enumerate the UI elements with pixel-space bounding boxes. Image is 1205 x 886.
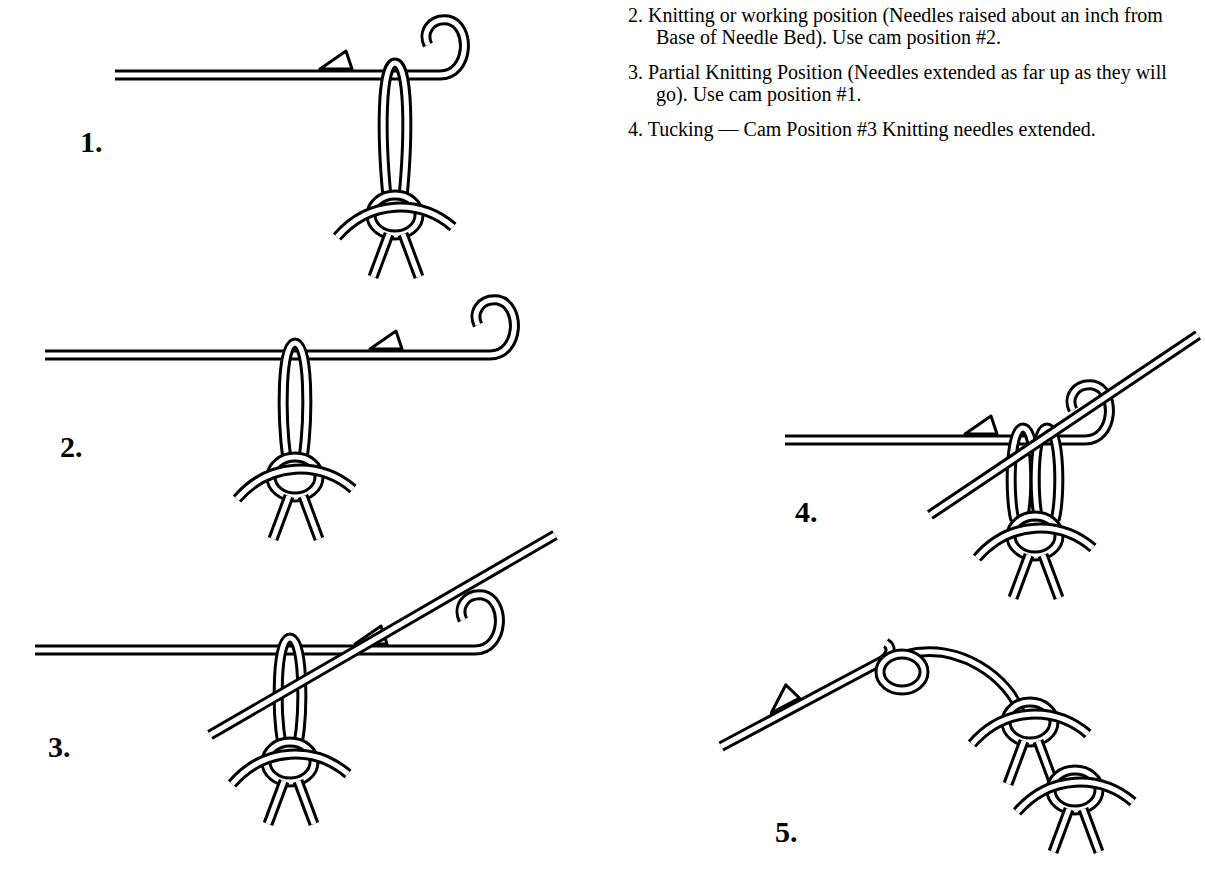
- needle-latch: [320, 51, 352, 69]
- yarn-strand: [1043, 555, 1059, 598]
- yarn-strand: [972, 714, 1088, 744]
- yarn-strand: [273, 496, 289, 539]
- yarn-strand: [373, 234, 389, 277]
- position-note: 3. Partial Knitting Position (Needles ex…: [628, 61, 1188, 106]
- figure-one: [115, 20, 464, 277]
- yarn-strand: [273, 496, 289, 539]
- figure-number: 1.: [80, 125, 103, 159]
- feed-yarn: [930, 335, 1198, 515]
- stitch-loop: [283, 343, 307, 460]
- yarn-strand: [977, 528, 1093, 558]
- yarn-strand: [1017, 782, 1133, 812]
- yarn-strand: [268, 781, 284, 824]
- figure-number: 3.: [48, 730, 71, 764]
- figure-five-stitches: [880, 652, 1133, 852]
- yarn-strand: [232, 754, 348, 784]
- yarn-strand: [977, 528, 1093, 558]
- figure-number: 2.: [60, 430, 83, 464]
- yarn-strand: [303, 496, 319, 539]
- figure-four: [785, 385, 1109, 598]
- yarn-strand: [1043, 555, 1059, 598]
- yarn-strand: [373, 234, 389, 277]
- yarn-strand: [268, 781, 284, 824]
- yarn-strand: [403, 234, 419, 277]
- needle-latch: [965, 416, 997, 434]
- latch-needle: [714, 642, 893, 746]
- yarn-strand: [1083, 809, 1099, 852]
- yarn-strand: [1013, 555, 1029, 598]
- yarn-strand: [1083, 809, 1099, 852]
- stitch-ring: [880, 654, 924, 690]
- yarn-strand: [1013, 555, 1029, 598]
- yarn-strand: [1008, 741, 1024, 784]
- feed-yarn: [930, 335, 1198, 515]
- yarn-strand: [303, 496, 319, 539]
- latch-needle: [115, 20, 464, 75]
- figure-five: [710, 634, 894, 747]
- stitch-loop: [383, 63, 407, 197]
- feed-yarn: [210, 535, 555, 735]
- yarn-strand: [1017, 782, 1133, 812]
- yarn-strand: [237, 469, 353, 499]
- stitch-ring: [880, 654, 924, 690]
- needle-latch: [370, 331, 402, 349]
- yarn-strand: [298, 781, 314, 824]
- feed-yarn: [930, 335, 1198, 515]
- latch-needle: [45, 300, 514, 355]
- needle-latch: [763, 682, 800, 713]
- figure-two: [45, 300, 514, 539]
- stitch-loop: [383, 63, 407, 197]
- figure-number: 4.: [795, 495, 818, 529]
- position-note: 2. Knitting or working position (Needles…: [628, 4, 1188, 49]
- stitch-loop: [283, 343, 307, 460]
- feed-yarn: [210, 535, 555, 735]
- yarn-strand: [403, 234, 419, 277]
- yarn-strand: [298, 781, 314, 824]
- yarn-strand: [337, 207, 453, 237]
- figure-three: [35, 595, 499, 824]
- yarn-strand: [1053, 809, 1069, 852]
- figure-number: 5.: [775, 815, 798, 849]
- latch-needle: [714, 642, 893, 746]
- yarn-strand: [1053, 809, 1069, 852]
- yarn-strand: [1008, 741, 1024, 784]
- latch-needle: [115, 20, 464, 75]
- position-note: 4. Tucking — Cam Position #3 Knitting ne…: [628, 118, 1188, 140]
- latch-needle: [45, 300, 514, 355]
- yarn-strand: [232, 754, 348, 784]
- yarn-strand: [337, 207, 453, 237]
- feed-yarn: [210, 535, 555, 735]
- yarn-strand: [972, 714, 1088, 744]
- yarn-strand: [237, 469, 353, 499]
